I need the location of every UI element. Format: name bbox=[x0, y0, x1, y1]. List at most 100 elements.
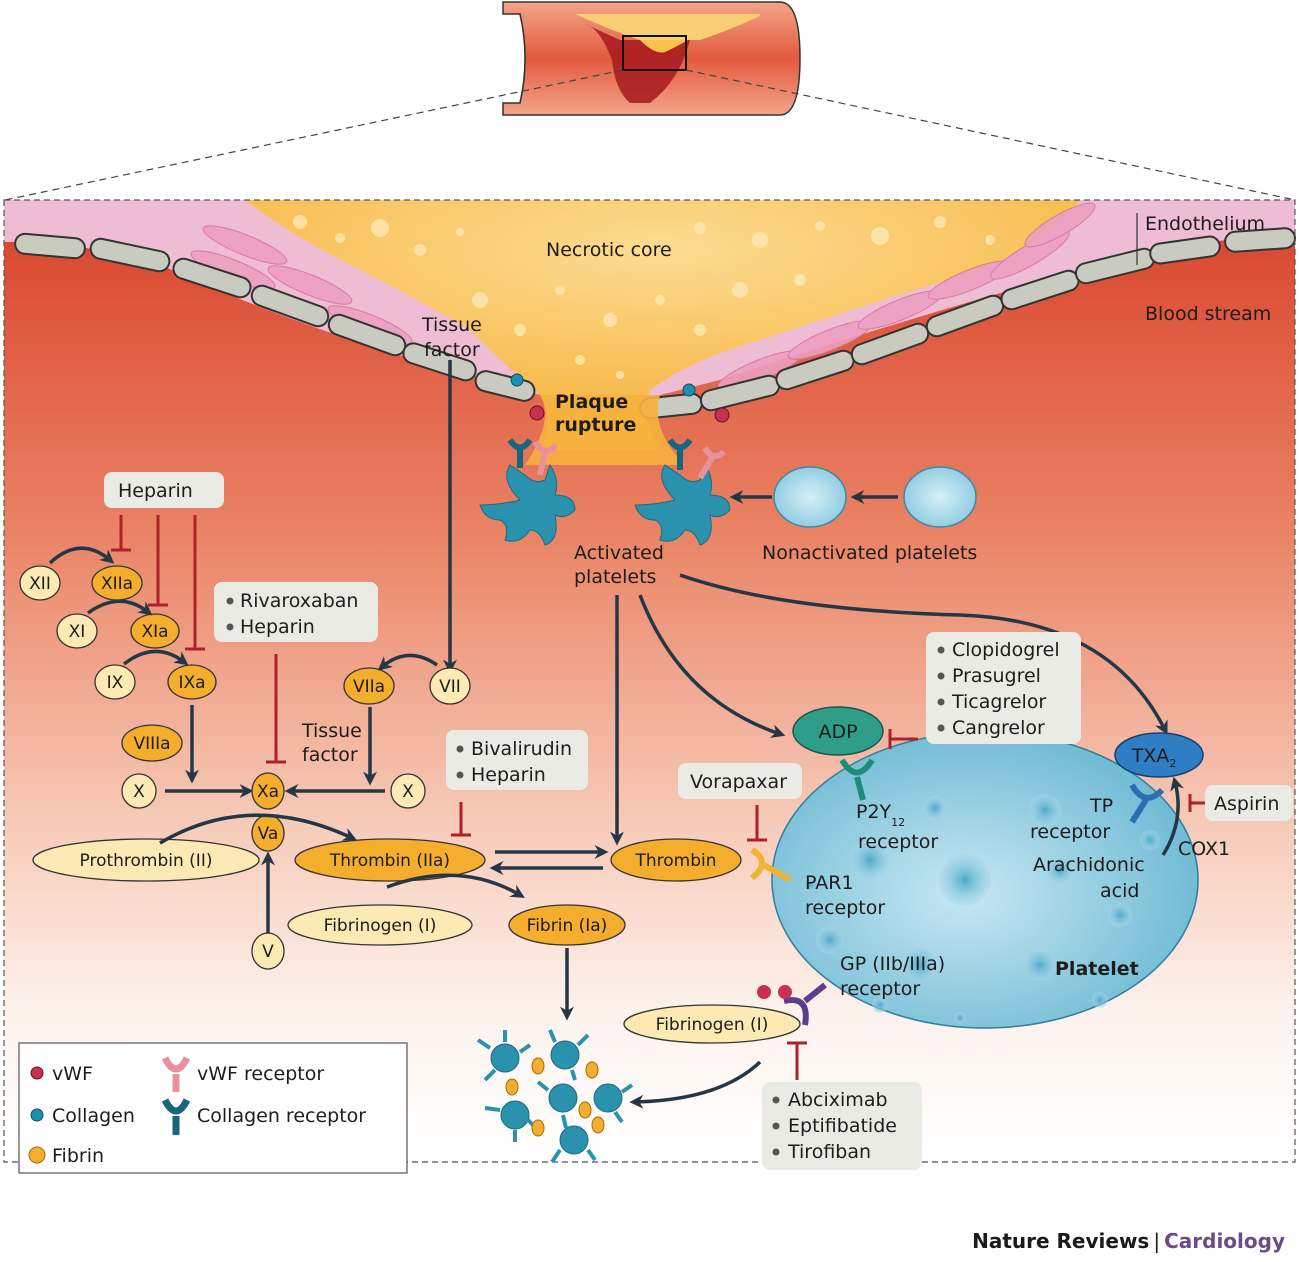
label-activated-platelets-1: Activated bbox=[574, 542, 664, 564]
inhibit-cox1 bbox=[1188, 794, 1205, 812]
publisher-name: Nature Reviews bbox=[972, 1229, 1150, 1253]
svg-text:Va: Va bbox=[258, 824, 279, 844]
label-plaque-rupture-1: Plaque bbox=[555, 391, 628, 413]
drug-eptifibatide: Eptifibatide bbox=[788, 1115, 897, 1137]
txa2-molecule: TXA2 bbox=[1114, 732, 1204, 778]
gp-receptor-icon bbox=[783, 982, 827, 1026]
drug-box-heparin bbox=[104, 472, 224, 508]
activated-platelet bbox=[634, 438, 731, 546]
arrow-ix-ixa bbox=[122, 649, 189, 666]
svg-text:IXa: IXa bbox=[178, 673, 205, 693]
arrow-vii-viia bbox=[377, 653, 438, 671]
drug-box-cox1-inhibitor bbox=[1205, 785, 1293, 821]
factor-v: V bbox=[251, 932, 285, 970]
fibrin-icon bbox=[28, 1146, 46, 1164]
svg-text:X: X bbox=[133, 782, 145, 802]
vwf-receptor-icon bbox=[161, 1056, 191, 1092]
thrombus-clot bbox=[476, 1029, 634, 1164]
platelet-cell bbox=[771, 731, 1199, 1029]
plaque-rupture-channel bbox=[525, 395, 685, 465]
drug-heparin-xa: Heparin bbox=[240, 616, 315, 638]
legend-fibrin: Fibrin bbox=[52, 1145, 104, 1167]
svg-text:VIIa: VIIa bbox=[353, 677, 385, 697]
drug-box-thrombin-inhibitors bbox=[446, 730, 588, 790]
bullet bbox=[937, 698, 945, 706]
svg-text:IX: IX bbox=[107, 673, 124, 693]
bullet bbox=[226, 597, 234, 605]
drug-prasugrel: Prasugrel bbox=[952, 665, 1041, 687]
label-endothelium: Endothelium bbox=[1145, 213, 1265, 235]
tp-receptor-icon bbox=[1129, 783, 1165, 824]
drug-box-gp-inhibitors bbox=[762, 1082, 922, 1170]
factor-viia: VIIa bbox=[343, 667, 395, 705]
vwf-dot bbox=[778, 985, 792, 999]
label-necrotic-core: Necrotic core bbox=[546, 239, 672, 261]
inhibit-adp bbox=[888, 729, 918, 749]
vwf-dot bbox=[757, 985, 771, 999]
drug-ticagrelor: Ticagrelor bbox=[951, 691, 1046, 713]
legend-collagen: Collagen bbox=[52, 1105, 135, 1127]
drug-cangrelor: Cangrelor bbox=[952, 717, 1045, 739]
arrow-cox1 bbox=[1161, 776, 1184, 856]
zoom-line-left bbox=[4, 69, 624, 201]
smooth-muscle-cells bbox=[190, 202, 1096, 390]
drug-heparin-top: Heparin bbox=[118, 480, 193, 502]
factor-ixa: IXa bbox=[167, 664, 217, 700]
factor-xi: XI bbox=[56, 613, 98, 649]
label-par1-1: PAR1 bbox=[805, 872, 854, 894]
label-plaque-rupture-2: rupture bbox=[555, 414, 636, 436]
zoom-line-right bbox=[685, 69, 1296, 201]
svg-text:Prothrombin (II): Prothrombin (II) bbox=[80, 851, 213, 871]
bullet bbox=[456, 771, 464, 779]
arrow-prothrombin-thrombin bbox=[159, 813, 358, 845]
factor-x-right: X bbox=[390, 773, 426, 809]
collagen-dot bbox=[510, 373, 524, 387]
label-arachidonic-2: acid bbox=[1100, 880, 1139, 902]
drug-aspirin: Aspirin bbox=[1214, 793, 1279, 815]
nonactivated-platelet bbox=[773, 466, 847, 528]
svg-text:Thrombin: Thrombin bbox=[634, 851, 716, 871]
drug-heparin-thrombin: Heparin bbox=[471, 764, 546, 786]
p2y12-receptor-icon bbox=[839, 758, 875, 801]
factor-ix: IX bbox=[94, 664, 136, 700]
label-gp-1: GP (IIb/IIIa) bbox=[840, 953, 945, 975]
nonactivated-platelet bbox=[903, 466, 977, 528]
label-cox1: COX1 bbox=[1178, 838, 1230, 860]
drug-bivalirudin: Bivalirudin bbox=[471, 738, 572, 760]
credit-separator: | bbox=[1153, 1229, 1161, 1253]
drug-abciximab: Abciximab bbox=[788, 1089, 888, 1111]
svg-text:Fibrinogen (I): Fibrinogen (I) bbox=[324, 916, 437, 936]
label-platelet: Platelet bbox=[1055, 958, 1139, 980]
necrotic-core bbox=[245, 200, 1080, 450]
factor-thrombin-iia: Thrombin (IIa) bbox=[294, 838, 486, 882]
bullet bbox=[772, 1096, 780, 1104]
factor-viiia: VIIIa bbox=[121, 724, 183, 762]
factor-fibrinogen: Fibrinogen (I) bbox=[287, 904, 473, 946]
bullet bbox=[772, 1122, 780, 1130]
label-activated-platelets-2: platelets bbox=[574, 566, 656, 588]
bullet bbox=[226, 623, 234, 631]
factor-vii: VII bbox=[429, 667, 471, 705]
label-nonactivated-platelets: Nonactivated platelets bbox=[762, 542, 977, 564]
label-tissue-factor-top-1: Tissue bbox=[421, 314, 482, 336]
arrow-fibrinogen-fibrin bbox=[386, 873, 525, 898]
svg-text:XIIa: XIIa bbox=[101, 574, 133, 594]
factor-va: Va bbox=[251, 814, 285, 852]
bullet bbox=[772, 1148, 780, 1156]
arrow-platelets-txa2 bbox=[679, 573, 1168, 736]
factor-xia: XIa bbox=[130, 613, 180, 649]
svg-text:ADP: ADP bbox=[818, 721, 857, 743]
vwf-dot bbox=[714, 407, 730, 423]
legend: vWF vWF receptor Collagen Collagen recep… bbox=[18, 1042, 408, 1174]
drug-box-xa-inhibitors bbox=[214, 582, 378, 642]
inhibit-par1 bbox=[747, 805, 767, 842]
platelet-granules bbox=[802, 794, 1160, 1024]
panel-border bbox=[3, 199, 1296, 1163]
label-p2y12-receptor: receptor bbox=[858, 831, 938, 853]
inhibit-thrombin-iia bbox=[451, 802, 471, 837]
factor-xa: Xa bbox=[251, 772, 285, 810]
label-gp-2: receptor bbox=[840, 978, 920, 1000]
arrow-platelets-adp bbox=[638, 594, 786, 738]
